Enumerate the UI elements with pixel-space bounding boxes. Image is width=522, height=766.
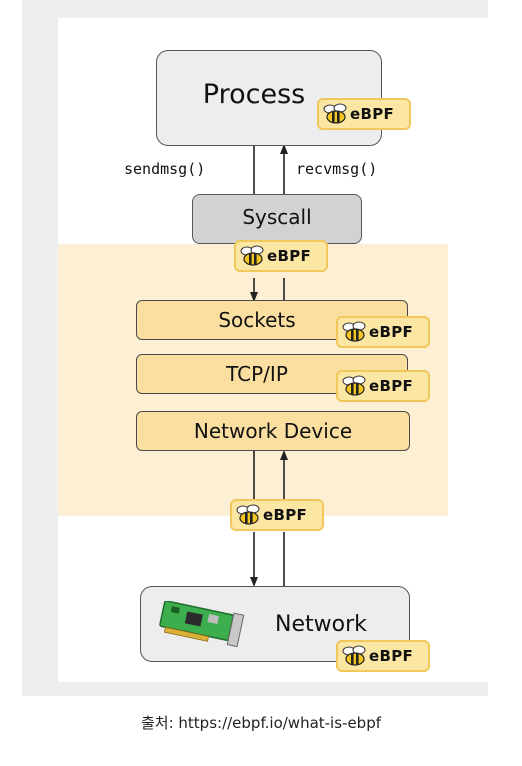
ebpf-badge-text: eBPF xyxy=(369,323,414,341)
sendmsg-label: sendmsg() xyxy=(124,160,206,178)
recvmsg-label: recvmsg() xyxy=(296,160,378,178)
process-label: Process xyxy=(202,78,306,110)
network-card-icon xyxy=(159,601,245,647)
network-box: Network xyxy=(140,586,410,662)
bee-icon xyxy=(342,645,366,666)
diagram-canvas: Process sendmsg() recvmsg() Syscall Sock… xyxy=(58,18,492,682)
ebpf-badge-text: eBPF xyxy=(369,377,414,395)
tcpip-label: TCP/IP xyxy=(226,362,288,386)
ebpf-badge-text: eBPF xyxy=(350,105,395,123)
figure-frame: Process sendmsg() recvmsg() Syscall Sock… xyxy=(22,0,492,696)
bee-icon xyxy=(323,103,347,124)
image-caption: 출처: https://ebpf.io/what-is-ebpf xyxy=(140,714,382,732)
ebpf-badge-text: eBPF xyxy=(267,247,312,265)
ebpf-badge-tcpip: eBPF xyxy=(336,370,430,402)
syscall-label: Syscall xyxy=(242,205,312,229)
network-device-layer: Network Device xyxy=(136,411,410,451)
network-device-label: Network Device xyxy=(193,419,353,443)
connector-arrows xyxy=(250,144,288,587)
ebpf-badge-process: eBPF xyxy=(317,98,411,130)
bee-icon xyxy=(342,321,366,342)
ebpf-badge-syscall: eBPF xyxy=(234,240,328,272)
ebpf-badge-driver: eBPF xyxy=(230,499,324,531)
ebpf-badge-sockets: eBPF xyxy=(336,316,430,348)
network-label: Network xyxy=(275,611,367,637)
ebpf-badge-text: eBPF xyxy=(263,506,308,524)
syscall-box: Syscall xyxy=(192,194,362,244)
sockets-label: Sockets xyxy=(218,308,296,332)
bee-icon xyxy=(342,375,366,396)
ebpf-badge-text: eBPF xyxy=(369,647,414,665)
bee-icon xyxy=(236,504,260,525)
ebpf-badge-network: eBPF xyxy=(336,640,430,672)
bee-icon xyxy=(240,245,264,266)
